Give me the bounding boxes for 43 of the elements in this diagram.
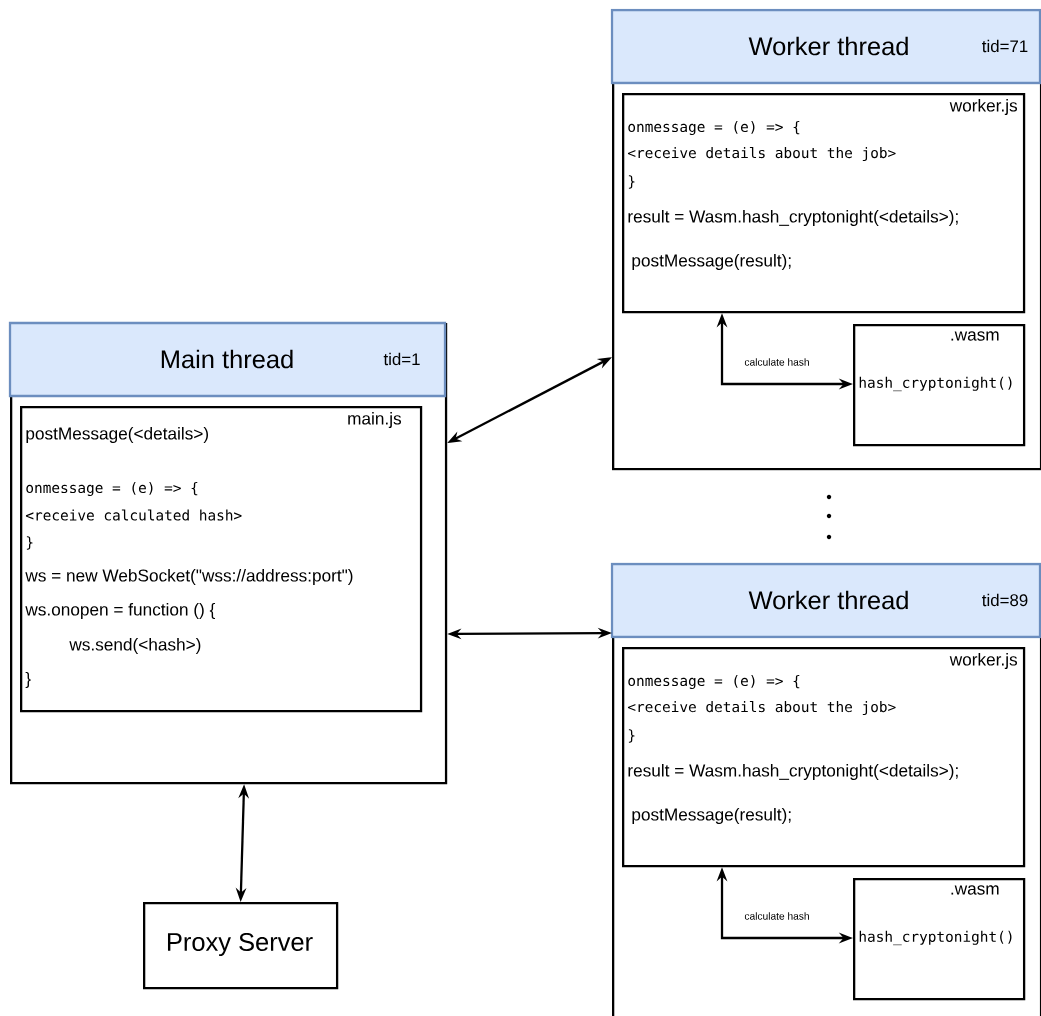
code-line: result = Wasm.hash_cryptonight(<details>); [628, 763, 958, 781]
code-line: ws.onopen = function () { [25, 602, 216, 620]
file-name: worker.js [949, 652, 1018, 670]
thread-id: tid=1 [383, 352, 420, 366]
thread-title: Worker thread [748, 590, 908, 610]
code-line: result = Wasm.hash_cryptonight(<details>); [628, 209, 958, 227]
thread-panel [8, 321, 448, 785]
code-line: <receive details about the job> [627, 147, 896, 161]
code-line: onmessage = (e) => { [628, 675, 800, 689]
code-box [20, 406, 423, 713]
code-line: postMessage(result); [632, 807, 791, 825]
file-name: .wasm [951, 331, 999, 341]
code-line: } [25, 671, 31, 689]
code-line: } [26, 536, 33, 550]
edge-label: calculate hash [742, 356, 812, 368]
code-box [853, 324, 1026, 447]
code-line: ws = new WebSocket("wss://address:port") [25, 568, 353, 586]
thread-id: tid=89 [982, 593, 1028, 607]
code-box [622, 647, 1026, 868]
code-line: onmessage = (e) => { [628, 121, 800, 135]
file-name: .wasm [951, 885, 999, 895]
code-line: hash_cryptonight() [859, 376, 1012, 392]
code-line: hash_cryptonight() [859, 930, 1012, 946]
code-line: } [628, 729, 635, 743]
thread-title: Main thread [161, 349, 293, 369]
server-label: Proxy Server [168, 932, 313, 957]
code-line: postMessage(result); [632, 253, 791, 271]
server-box [143, 902, 339, 990]
thread-panel [610, 8, 1041, 471]
code-line: <receive calculated hash> [25, 509, 242, 521]
thread-id: tid=71 [982, 39, 1028, 53]
code-line: ws.send(<hash>) [69, 637, 201, 654]
thread-title: Worker thread [748, 36, 908, 56]
file-name: worker.js [949, 98, 1018, 116]
code-box [853, 878, 1026, 1001]
file-name: main.js [348, 411, 402, 429]
edge-label: calculate hash [742, 910, 812, 922]
code-box [622, 93, 1026, 314]
code-line: onmessage = (e) => { [26, 482, 198, 496]
code-line: postMessage(<details>) [26, 426, 208, 444]
code-line: } [628, 175, 635, 189]
thread-panel [610, 562, 1041, 1016]
code-line: <receive details about the job> [627, 701, 896, 715]
